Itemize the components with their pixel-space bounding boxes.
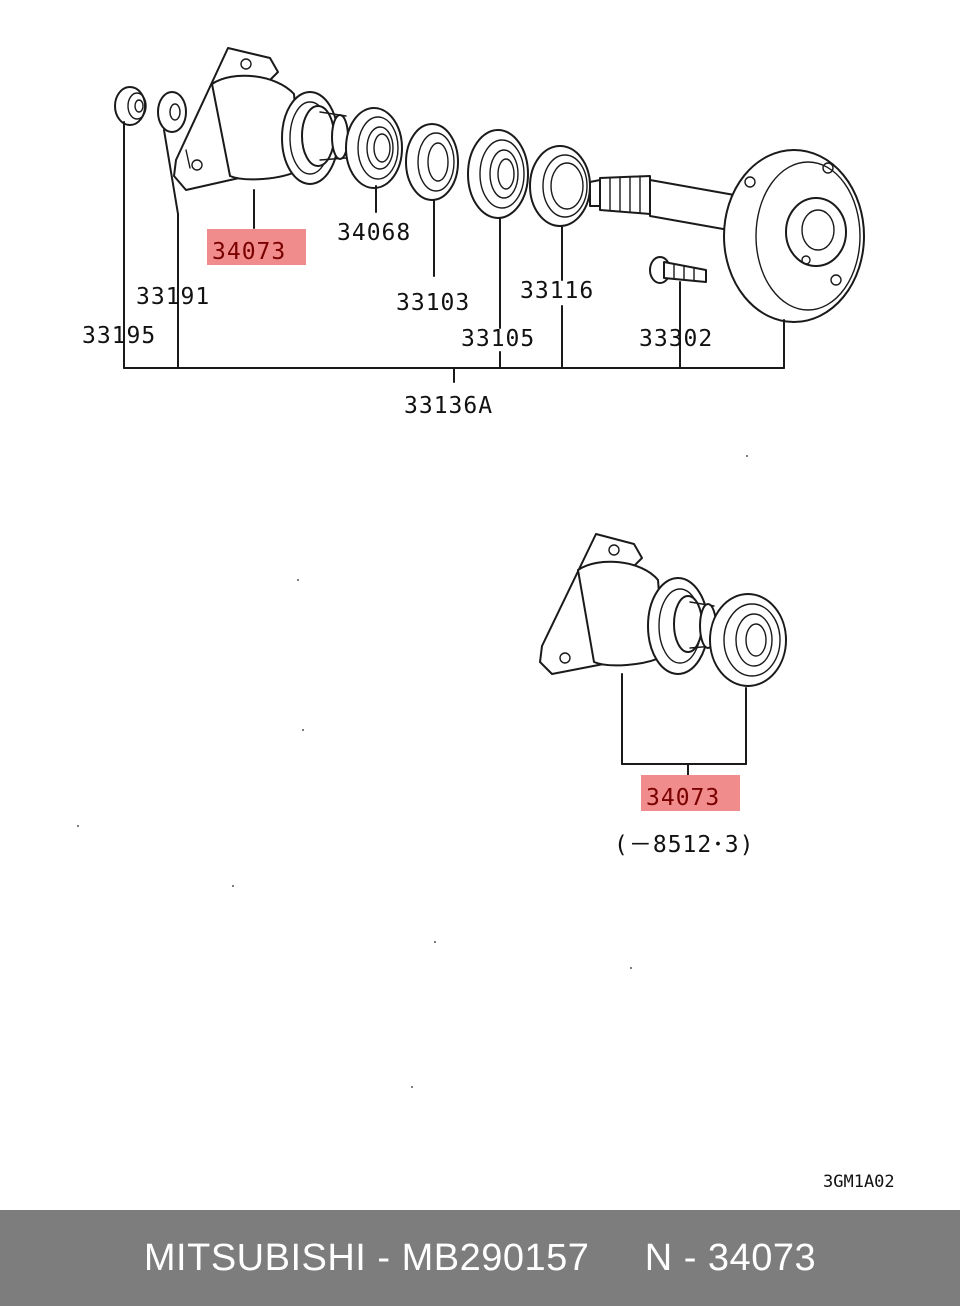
bottom-assembly-illustration (539, 533, 787, 687)
label-33195: 33195 (82, 323, 156, 349)
highlight-34073-top (207, 229, 306, 265)
label-34068: 34068 (337, 220, 411, 246)
label-33136A: 33136A (404, 393, 493, 419)
label-33105: 33105 (461, 326, 535, 352)
label-34073-bottom: 34073 (646, 785, 720, 811)
seal-33116 (529, 145, 591, 227)
label-33302: 33302 (639, 326, 713, 352)
label-33191: 33191 (136, 284, 210, 310)
bearing-34068 (345, 107, 403, 189)
bearing-housing-34073 (173, 47, 349, 191)
label-33103: 33103 (396, 290, 470, 316)
axle-shaft-33136A (589, 149, 865, 323)
label-34073-top: 34073 (212, 239, 286, 265)
top-assembly-illustration (114, 47, 865, 323)
bearing-33103 (405, 123, 459, 201)
washer-33191 (157, 91, 187, 133)
nut-33195 (114, 86, 147, 126)
footer-bar: MITSUBISHI - MB290157 N - 34073 (0, 1210, 960, 1306)
bolt-33302 (649, 256, 707, 284)
bottom-leader-lines (621, 673, 747, 777)
serial-note: (－8512･3) (614, 832, 754, 858)
top-leader-lines (123, 121, 785, 383)
bearing-33105 (467, 129, 529, 219)
scan-specks (77, 455, 748, 1088)
parts-diagram: 34073 34068 33191 33195 33103 33105 3311… (77, 47, 895, 1192)
label-33116: 33116 (520, 278, 594, 304)
highlight-34073-bottom (641, 775, 740, 811)
drawing-code: 3GM1A02 (823, 1172, 895, 1192)
part-number-caption: MITSUBISHI - MB290157 N - 34073 (143, 1236, 817, 1279)
